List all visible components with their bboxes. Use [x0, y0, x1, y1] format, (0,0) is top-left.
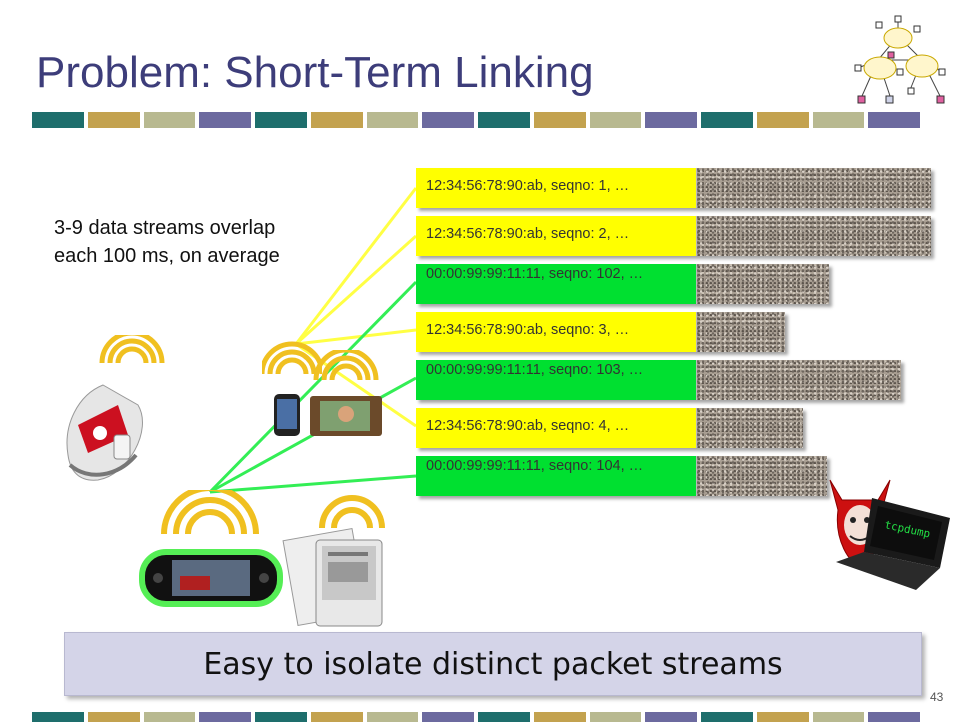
packet-header: 00:00:99:99:11:11, seqno: 102, …: [416, 264, 696, 304]
packet-row: 12:34:56:78:90:ab, seqno: 3, …: [416, 312, 785, 352]
stripe-segment: [143, 712, 196, 722]
page-number: 43: [930, 690, 944, 704]
overlap-note-line-2: each 100 ms, on average: [54, 245, 280, 267]
packet-row: 12:34:56:78:90:ab, seqno: 4, …: [416, 408, 803, 448]
slide-title: Problem: Short-Term Linking: [36, 48, 594, 97]
packet-row: 00:00:99:99:11:11, seqno: 102, …: [416, 264, 829, 304]
stripe-segment: [533, 112, 586, 128]
packet-payload: [696, 312, 785, 352]
overlap-note: 3-9 data streams overlap each 100 ms, on…: [54, 214, 280, 270]
stripe-segment: [32, 712, 84, 722]
handheld-console-icon: [139, 490, 283, 607]
title-divider-stripe: [32, 112, 920, 128]
stripe-segment: [255, 712, 307, 722]
packet-payload: [696, 168, 931, 208]
packet-row: 12:34:56:78:90:ab, seqno: 1, …: [416, 168, 931, 208]
stripe-segment: [422, 112, 474, 128]
stripe-segment: [310, 712, 363, 722]
callout-box: Easy to isolate distinct packet streams: [64, 632, 922, 696]
packet-row: 12:34:56:78:90:ab, seqno: 2, …: [416, 216, 931, 256]
packet-payload: [696, 408, 803, 448]
laptop-icon: tcpdump: [836, 498, 950, 590]
stripe-segment: [255, 112, 307, 128]
stripe-segment: [645, 712, 697, 722]
packet-row: 00:00:99:99:11:11, seqno: 104, …: [416, 456, 827, 496]
stripe-segment: [87, 712, 140, 722]
stripe-segment: [478, 712, 530, 722]
stripe-segment: [868, 112, 920, 128]
packet-payload: [696, 360, 901, 400]
stripe-segment: [478, 112, 530, 128]
photo-frame-icon: [310, 350, 382, 436]
packet-header: 00:00:99:99:11:11, seqno: 104, …: [416, 456, 696, 496]
stripe-segment: [645, 112, 697, 128]
stripe-segment: [366, 112, 419, 128]
stripe-segment: [756, 112, 809, 128]
stripe-segment: [366, 712, 419, 722]
packet-header: 12:34:56:78:90:ab, seqno: 1, …: [416, 168, 696, 208]
stripe-segment: [199, 112, 251, 128]
stripe-segment: [422, 712, 474, 722]
packet-header: 12:34:56:78:90:ab, seqno: 3, …: [416, 312, 696, 352]
stripe-segment: [701, 712, 753, 722]
packet-header: 00:00:99:99:11:11, seqno: 103, …: [416, 360, 696, 400]
callout-text: Easy to isolate distinct packet streams: [203, 646, 783, 682]
stripe-segment: [589, 712, 642, 722]
running-shoe-sensor-icon: [66, 335, 165, 481]
stripe-segment: [701, 112, 753, 128]
stripe-segment: [87, 112, 140, 128]
stripe-segment: [812, 112, 865, 128]
overlap-note-line-1: 3-9 data streams overlap: [54, 217, 276, 239]
stripe-segment: [143, 112, 196, 128]
stripe-segment: [32, 112, 84, 128]
packet-header: 12:34:56:78:90:ab, seqno: 4, …: [416, 408, 696, 448]
network-diagram-icon: [854, 15, 946, 104]
packet-payload: [696, 456, 827, 496]
stripe-segment: [310, 112, 363, 128]
stripe-segment: [868, 712, 920, 722]
stripe-segment: [756, 712, 809, 722]
stripe-segment: [812, 712, 865, 722]
packet-header: 12:34:56:78:90:ab, seqno: 2, …: [416, 216, 696, 256]
phone-icon: [262, 341, 322, 436]
ebook-reader-icon: [282, 495, 385, 627]
packet-payload: [696, 264, 829, 304]
footer-stripe: [32, 712, 920, 722]
stripe-segment: [533, 712, 586, 722]
packet-row: 00:00:99:99:11:11, seqno: 103, …: [416, 360, 901, 400]
stripe-segment: [589, 112, 642, 128]
stripe-segment: [199, 712, 251, 722]
packet-payload: [696, 216, 931, 256]
